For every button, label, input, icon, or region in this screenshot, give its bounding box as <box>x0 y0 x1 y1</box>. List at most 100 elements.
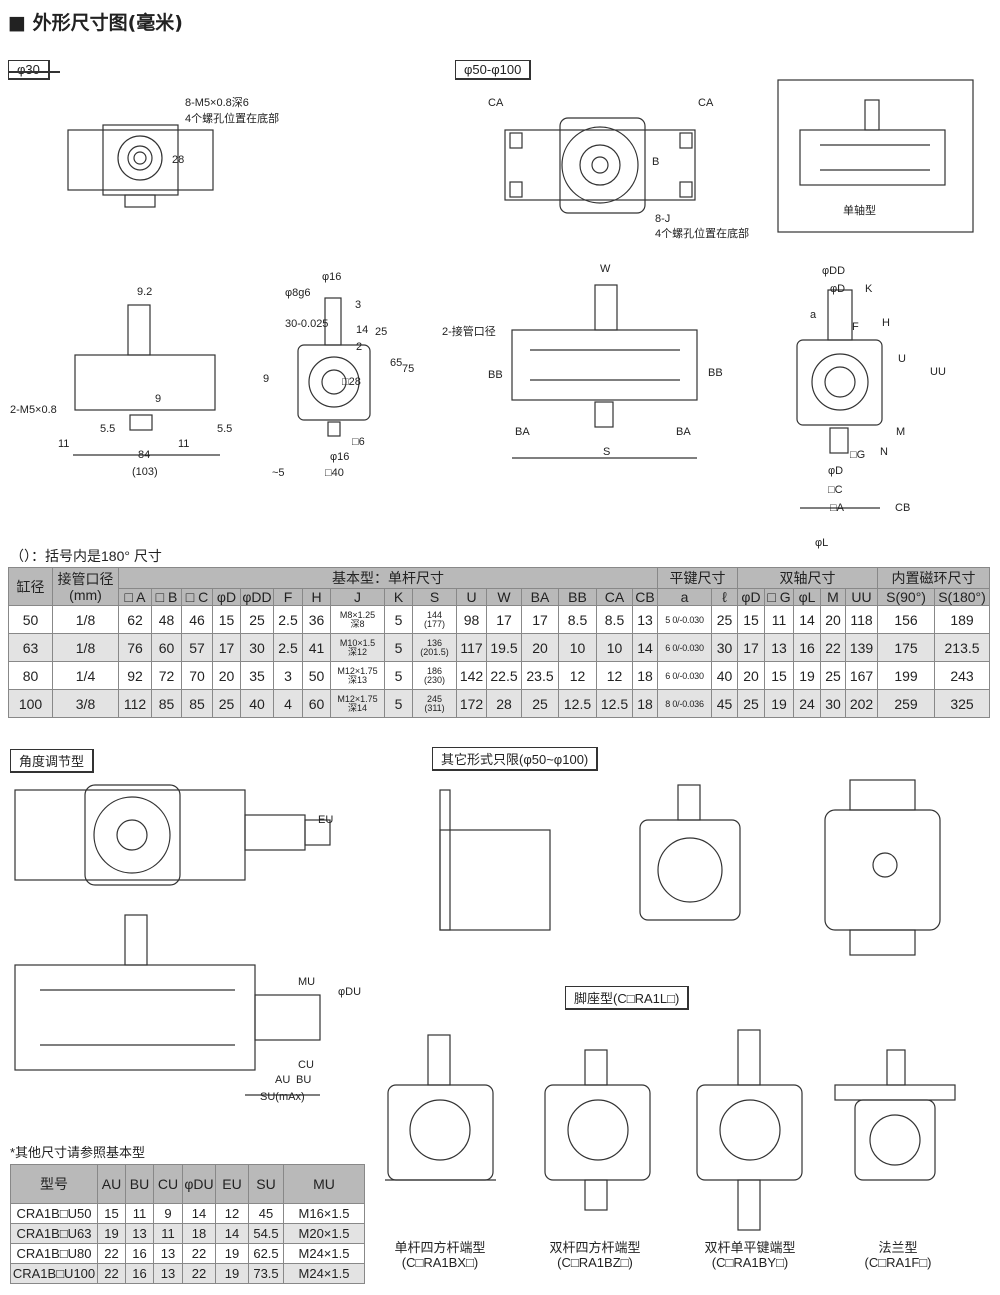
phi50-top-view <box>504 117 696 214</box>
phi50-end-view <box>796 289 883 509</box>
table-cell: 46 <box>181 605 213 634</box>
svg-text:□6: □6 <box>352 436 365 448</box>
table-cell: 8.5 <box>596 605 633 634</box>
table-cell: 13 <box>153 1243 183 1264</box>
svg-text:CU: CU <box>298 1059 314 1071</box>
phi50-side-view <box>511 284 698 459</box>
svg-text:30-0.025: 30-0.025 <box>285 318 328 330</box>
table-cell: M20×1.5 <box>283 1223 365 1244</box>
table-cell: 17 <box>521 605 559 634</box>
table-cell: 167 <box>844 661 879 690</box>
key-tolerance-cell: 6 0/-0.030 <box>657 661 712 690</box>
table-cell: 62.5 <box>248 1243 284 1264</box>
table-cell: 1/8 <box>52 633 119 662</box>
column-header: φD <box>737 588 765 606</box>
table-cell: 22 <box>97 1263 126 1284</box>
table-cell: 19 <box>97 1223 126 1244</box>
table-cell: 20 <box>212 661 241 690</box>
table-cell: 11 <box>153 1223 183 1244</box>
phi30-side-view <box>73 304 220 456</box>
svg-text:N: N <box>880 446 888 458</box>
caption-code: (C□RA1BX□) <box>401 1255 479 1270</box>
table-cell: 22.5 <box>486 661 522 690</box>
column-header: □ B <box>151 588 182 606</box>
svg-text:BB: BB <box>708 367 723 379</box>
table-cell: 3 <box>273 661 303 690</box>
table-cell: 5 <box>384 689 413 718</box>
table-cell: 139 <box>844 633 879 662</box>
table-cell: CRA1B□U63 <box>10 1223 98 1244</box>
svg-text:□G: □G <box>850 449 865 461</box>
table-cell: 10 <box>558 633 597 662</box>
svg-text:11: 11 <box>58 438 69 450</box>
table-cell: 15 <box>737 605 765 634</box>
svg-text:EU: EU <box>318 814 333 826</box>
table-cell: 76 <box>118 633 152 662</box>
table-cell: 15 <box>97 1203 126 1224</box>
svg-text:a: a <box>810 309 817 321</box>
table-cell: 15 <box>212 605 241 634</box>
table-cell: 24 <box>793 689 821 718</box>
table-cell: 45 <box>248 1203 284 1224</box>
caption-code: (C□RA1BZ□) <box>557 1255 633 1270</box>
table-cell: 23.5 <box>521 661 559 690</box>
column-header: SU <box>248 1164 284 1204</box>
svg-text:9: 9 <box>263 373 269 385</box>
svg-text:2-M5×0.8: 2-M5×0.8 <box>10 404 57 416</box>
section-foot-type: 脚座型(C□RA1L□) <box>565 986 690 1010</box>
table-cell: 60 <box>302 689 331 718</box>
svg-text:H: H <box>882 317 890 329</box>
table-cell: 22 <box>820 633 846 662</box>
column-header: CU <box>153 1164 183 1204</box>
column-header: EU <box>215 1164 249 1204</box>
caption-flange: 法兰型(C□RA1F□) <box>838 1240 958 1270</box>
key-tolerance-cell: 8 0/-0.036 <box>657 689 712 718</box>
header-port-size: 接管口径(mm) <box>52 567 119 606</box>
table-cell: 13 <box>632 605 658 634</box>
phi30-end-view <box>297 297 371 437</box>
foot-type-views <box>385 1029 956 1231</box>
svg-text:5.5: 5.5 <box>100 423 115 435</box>
column-header: U <box>456 588 487 606</box>
table-cell: 92 <box>118 661 152 690</box>
table-cell: 12 <box>558 661 597 690</box>
table-cell: 8.5 <box>558 605 597 634</box>
header-basic-single-rod: 基本型：单杆尺寸 <box>118 567 658 589</box>
column-header: φDU <box>182 1164 216 1204</box>
table-cell: 245(311) <box>412 689 457 718</box>
table-cell: 30 <box>711 633 738 662</box>
svg-text:AU: AU <box>275 1074 290 1086</box>
table-cell: 14 <box>632 633 658 662</box>
column-header: BA <box>521 588 559 606</box>
column-header: W <box>486 588 522 606</box>
table-cell: 100 <box>8 689 53 718</box>
header-bore: 缸径 <box>8 567 53 606</box>
column-header: a <box>657 588 712 606</box>
table-cell: 48 <box>151 605 182 634</box>
header-key: 平键尺寸 <box>657 567 738 589</box>
table-cell: M16×1.5 <box>283 1203 365 1224</box>
svg-text:M: M <box>896 426 905 438</box>
svg-text:BB: BB <box>488 369 503 381</box>
table-cell: 73.5 <box>248 1263 284 1284</box>
svg-text:4个螺孔位置在底部: 4个螺孔位置在底部 <box>655 226 749 240</box>
svg-text:F: F <box>852 321 859 333</box>
table-cell: 189 <box>934 605 990 634</box>
column-header: φD <box>212 588 241 606</box>
table-cell: 112 <box>118 689 152 718</box>
table-cell: 13 <box>125 1223 154 1244</box>
caption-bx: 单杆四方杆端型(C□RA1BX□) <box>380 1240 500 1270</box>
svg-text:φ16: φ16 <box>330 451 349 463</box>
table-cell: 22 <box>182 1243 216 1264</box>
svg-text:SU(mAx): SU(mAx) <box>260 1091 305 1103</box>
caption-code: (C□RA1BY□) <box>711 1255 789 1270</box>
svg-text:9: 9 <box>155 393 161 405</box>
table-cell: 72 <box>151 661 182 690</box>
